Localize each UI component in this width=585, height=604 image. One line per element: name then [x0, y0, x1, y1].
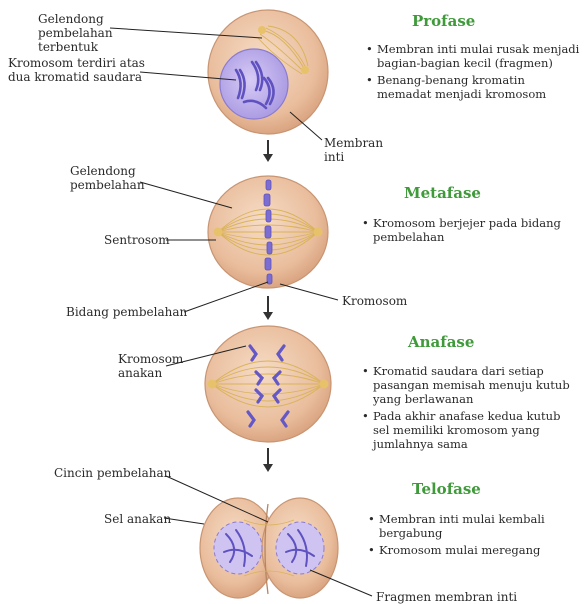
title-metafase: Metafase — [404, 184, 481, 202]
centrosome-icon — [208, 380, 217, 389]
label-sentrosom: Sentrosom — [104, 233, 170, 247]
centrosome-icon — [320, 380, 329, 389]
label-sel-anakan: Sel anakan — [104, 512, 171, 526]
label-membran-inti: Membran inti — [324, 136, 384, 164]
bullet-item: Membran inti mulai rusak menjadi bagian-… — [366, 42, 581, 70]
title-profase: Profase — [412, 12, 475, 30]
anafase-cell — [205, 326, 331, 442]
bullet-item: Kromosom mulai meregang — [368, 543, 578, 557]
bullet-item: Membran inti mulai kembali bergabung — [368, 512, 578, 540]
title-anafase: Anafase — [408, 333, 474, 351]
label-gelendong-terbentuk: Gelendong pembelahan terbentuk — [38, 12, 168, 54]
bullets-metafase: Kromosom berjejer pada bidang pembelahan — [362, 216, 577, 247]
arrow-down-icon — [263, 140, 273, 162]
title-telofase: Telofase — [412, 480, 481, 498]
label-fragmen-membran: Fragmen membran inti — [376, 590, 517, 604]
label-kromosom: Kromosom — [342, 294, 407, 308]
label-gelendong-pembelahan: Gelendong pembelahan — [70, 164, 150, 192]
arrow-down-icon — [263, 448, 273, 472]
centrosome-icon — [214, 228, 223, 237]
label-bidang-pembelahan: Bidang pembelahan — [66, 305, 187, 319]
label-kromosom-kromatid: Kromosom terdiri atas dua kromatid sauda… — [8, 56, 158, 84]
centrosome-icon — [301, 66, 309, 74]
bullet-item: Benang-benang kromatin memadat menjadi k… — [366, 73, 581, 101]
label-kromosom-anakan: Kromosom anakan — [118, 352, 188, 380]
bullet-item: Pada akhir anafase kedua kutub sel memil… — [362, 409, 580, 451]
bullets-anafase: Kromatid saudara dari setiap pasangan me… — [362, 364, 580, 454]
label-cincin-pembelahan: Cincin pembelahan — [54, 466, 171, 480]
bullet-item: Kromatid saudara dari setiap pasangan me… — [362, 364, 580, 406]
bullets-profase: Membran inti mulai rusak menjadi bagian-… — [366, 42, 581, 104]
centrosome-icon — [258, 26, 266, 34]
centrosome-icon — [314, 228, 323, 237]
profase-cell — [208, 10, 328, 134]
arrow-down-icon — [263, 296, 273, 320]
nucleus — [220, 49, 288, 119]
telofase-cells — [200, 498, 338, 598]
bullets-telofase: Membran inti mulai kembali bergabung Kro… — [368, 512, 578, 560]
metafase-cell — [208, 176, 328, 288]
bullet-item: Kromosom berjejer pada bidang pembelahan — [362, 216, 577, 244]
